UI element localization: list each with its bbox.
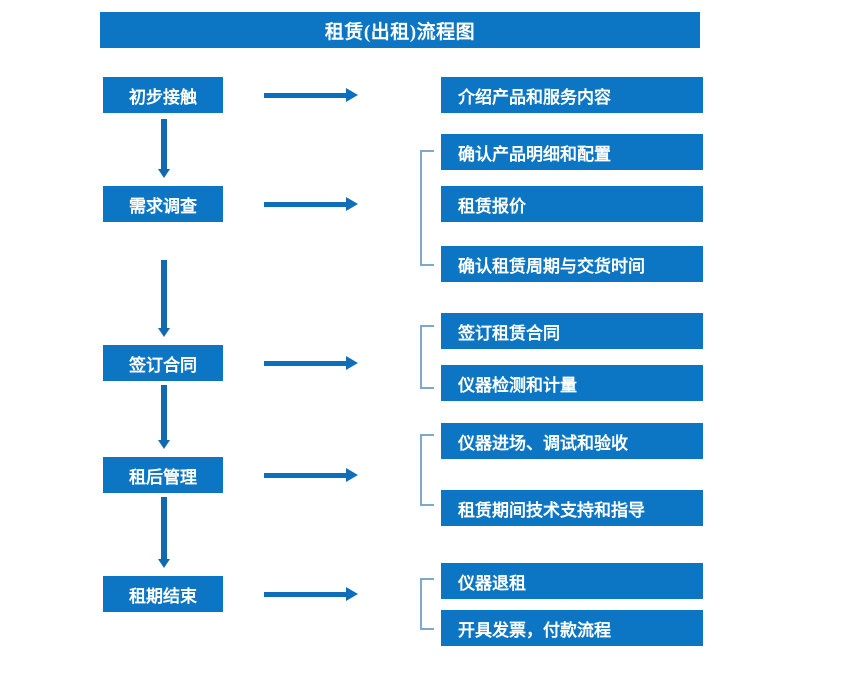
right-arrow-4 (264, 468, 360, 482)
arrow-shaft (264, 592, 348, 597)
down-arrow-2 (158, 260, 170, 340)
arrow-head (346, 197, 358, 211)
stage-box-5[interactable]: 租期结束 (103, 576, 223, 612)
detail-box-3[interactable]: 租赁报价 (441, 186, 703, 222)
right-arrow-2 (264, 197, 360, 211)
arrow-shaft (161, 385, 167, 440)
group-bracket-2 (420, 325, 434, 389)
detail-box-2[interactable]: 确认产品明细和配置 (441, 134, 703, 170)
down-arrow-4 (158, 497, 170, 571)
arrow-head (158, 328, 170, 337)
arrow-head (346, 468, 358, 482)
detail-box-9[interactable]: 仪器退租 (441, 563, 703, 599)
stage-box-1[interactable]: 初步接触 (103, 77, 223, 113)
arrow-shaft (264, 361, 348, 366)
arrow-shaft (161, 119, 167, 169)
arrow-head (158, 559, 170, 568)
arrow-shaft (264, 93, 348, 98)
detail-box-5[interactable]: 签订租赁合同 (441, 313, 703, 349)
detail-box-7[interactable]: 仪器进场、调试和验收 (441, 423, 703, 459)
group-bracket-4 (420, 578, 434, 630)
down-arrow-1 (158, 119, 170, 181)
stage-box-2[interactable]: 需求调查 (103, 186, 223, 222)
page-title: 租赁(出租)流程图 (100, 12, 700, 48)
arrow-head (158, 169, 170, 178)
group-bracket-1 (420, 150, 434, 266)
arrow-shaft (264, 202, 348, 207)
stage-box-4[interactable]: 租后管理 (103, 457, 223, 493)
arrow-head (346, 587, 358, 601)
arrow-shaft (264, 473, 348, 478)
arrow-head (158, 440, 170, 449)
detail-box-6[interactable]: 仪器检测和计量 (441, 365, 703, 401)
arrow-head (346, 356, 358, 370)
arrow-head (346, 88, 358, 102)
right-arrow-1 (264, 88, 360, 102)
detail-box-8[interactable]: 租赁期间技术支持和指导 (441, 490, 703, 526)
arrow-shaft (161, 497, 167, 559)
detail-box-4[interactable]: 确认租赁周期与交货时间 (441, 246, 703, 282)
right-arrow-5 (264, 587, 360, 601)
group-bracket-3 (420, 434, 434, 506)
stage-box-3[interactable]: 签订合同 (103, 345, 223, 381)
arrow-shaft (161, 260, 167, 328)
right-arrow-3 (264, 356, 360, 370)
detail-box-1[interactable]: 介绍产品和服务内容 (441, 77, 703, 113)
down-arrow-3 (158, 385, 170, 452)
detail-box-10[interactable]: 开具发票，付款流程 (441, 610, 703, 646)
